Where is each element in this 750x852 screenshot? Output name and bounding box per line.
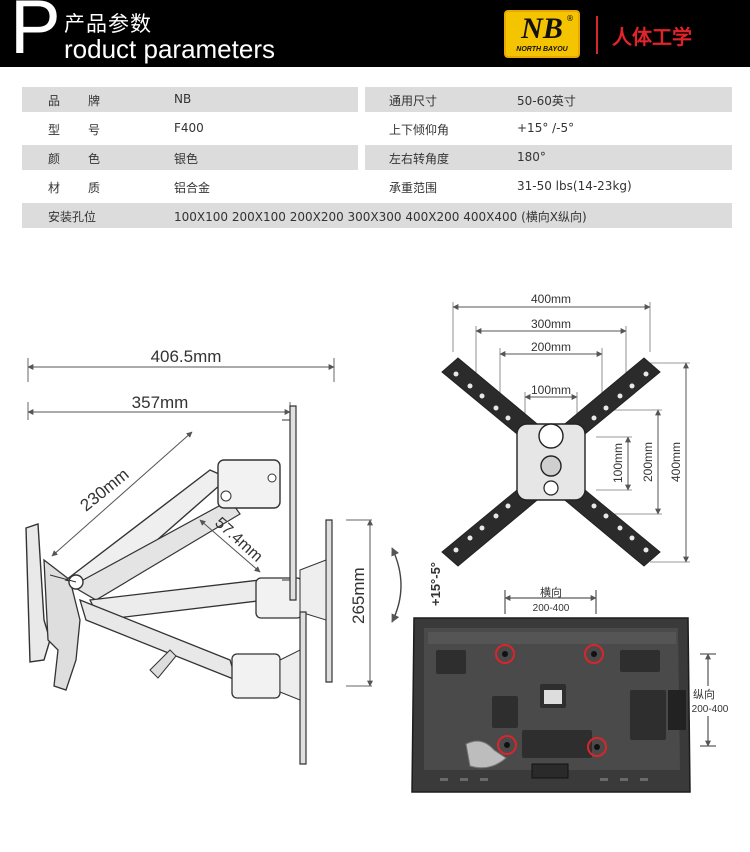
vesa-hole xyxy=(495,644,515,664)
header-title-cn: 产品参数 xyxy=(64,12,152,36)
param-row: 型号 F400 上下倾仰角 +15° /-5° xyxy=(22,114,732,143)
header-big-letter: P xyxy=(10,0,61,70)
param-value: F400 xyxy=(174,121,204,135)
dim-200h-label: 200mm xyxy=(531,340,571,354)
vesa-holes xyxy=(495,644,607,757)
dim-short-label: 57.4mm xyxy=(211,514,265,565)
param-label: 上下倾仰角 xyxy=(389,123,450,137)
brand-slogan: 人体工学 xyxy=(612,25,692,49)
tv-rear-illustration: 横向 200-400 xyxy=(411,585,729,793)
dim-200v-label: 200mm xyxy=(641,442,655,482)
dim-arm-label: 230mm xyxy=(77,465,133,515)
tv-horizontal-range: 200-400 xyxy=(533,603,570,614)
tilt-arc xyxy=(391,547,402,623)
param-label: 材质 xyxy=(48,181,129,195)
param-row-mount: 安装孔位 100X100 200X100 200X200 300X300 400… xyxy=(22,201,732,230)
tv-vertical-range: 200-400 xyxy=(692,704,729,715)
param-value: 31-50 lbs(14-23kg) xyxy=(517,179,632,193)
vesa-hole xyxy=(497,735,517,755)
dim-300h-label: 300mm xyxy=(531,317,571,331)
brand-divider xyxy=(596,16,598,54)
dim-total-label: 406.5mm xyxy=(151,347,222,366)
param-row: 品牌 NB 通用尺寸 50-60英寸 xyxy=(22,85,732,114)
dim-100h-label: 100mm xyxy=(531,383,571,397)
tv-plate-top xyxy=(282,405,297,601)
tilt-label: +15°-5° xyxy=(428,562,443,606)
param-cell-left: 材质 铝合金 xyxy=(22,174,358,199)
dim-height-label: 265mm xyxy=(349,567,368,624)
tv-horizontal-label: 横向 xyxy=(540,585,562,599)
param-label: 安装孔位 xyxy=(48,210,97,224)
dim-400v-label: 400mm xyxy=(669,442,683,482)
param-value: NB xyxy=(174,92,192,106)
param-label: 颜色 xyxy=(48,152,129,166)
brand-logo-text: NB xyxy=(521,12,563,45)
param-cell-left: 颜色 银色 xyxy=(22,145,358,170)
brand-logo-registered: ® xyxy=(566,14,574,23)
page-header: P 产品参数 roduct parameters NB ® NORTH BAYO… xyxy=(0,0,750,67)
param-cell-full: 安装孔位 100X100 200X100 200X200 300X300 400… xyxy=(22,203,732,228)
tv-plate-bottom xyxy=(279,611,307,765)
dim-reach-label: 357mm xyxy=(132,393,189,412)
parameter-table: 品牌 NB 通用尺寸 50-60英寸 型号 F400 上下倾仰角 +15° /-… xyxy=(22,85,732,230)
param-value: 铝合金 xyxy=(174,181,211,195)
dimension-line-arm xyxy=(51,431,193,557)
param-label: 型号 xyxy=(48,123,129,137)
param-row: 颜色 银色 左右转角度 180° xyxy=(22,143,732,172)
param-cell-right: 通用尺寸 50-60英寸 xyxy=(365,87,732,112)
param-label: 通用尺寸 xyxy=(389,94,438,108)
param-label: 左右转角度 xyxy=(389,152,450,166)
brand-logo: NB ® NORTH BAYOU xyxy=(504,10,580,58)
param-cell-right: 上下倾仰角 +15° /-5° xyxy=(365,116,732,141)
header-title-en: roduct parameters xyxy=(64,34,275,64)
param-cell-left: 品牌 NB xyxy=(22,87,358,112)
param-label: 承重范围 xyxy=(389,181,438,195)
param-value: 100X100 200X100 200X200 300X300 400X200 … xyxy=(174,210,587,224)
tv-vertical-label: 纵向 xyxy=(693,687,715,701)
tv-plate-middle xyxy=(299,519,333,683)
brand-logo-subtext: NORTH BAYOU xyxy=(516,46,568,53)
plate-front-drawing: 400mm 300mm 200mm 100mm 100mm 200mm 400m… xyxy=(441,292,690,567)
param-row: 材质 铝合金 承重范围 31-50 lbs(14-23kg) xyxy=(22,172,732,201)
vesa-hole xyxy=(584,644,604,664)
dim-400h-label: 400mm xyxy=(531,292,571,306)
vesa-hole xyxy=(587,737,607,757)
param-label: 品牌 xyxy=(48,94,129,108)
param-cell-left: 型号 F400 xyxy=(22,116,358,141)
param-cell-right: 左右转角度 180° xyxy=(365,145,732,170)
dim-100v-label: 100mm xyxy=(611,443,625,483)
param-value: 180° xyxy=(517,150,546,164)
param-value: 银色 xyxy=(174,152,199,166)
param-value: 50-60英寸 xyxy=(517,94,576,108)
side-view-drawing: 406.5mm 357mm xyxy=(25,347,443,765)
param-value: +15° /-5° xyxy=(517,121,575,135)
mounting-plate xyxy=(441,357,661,567)
dimension-line-short xyxy=(199,519,261,573)
param-cell-right: 承重范围 31-50 lbs(14-23kg) xyxy=(365,174,732,199)
